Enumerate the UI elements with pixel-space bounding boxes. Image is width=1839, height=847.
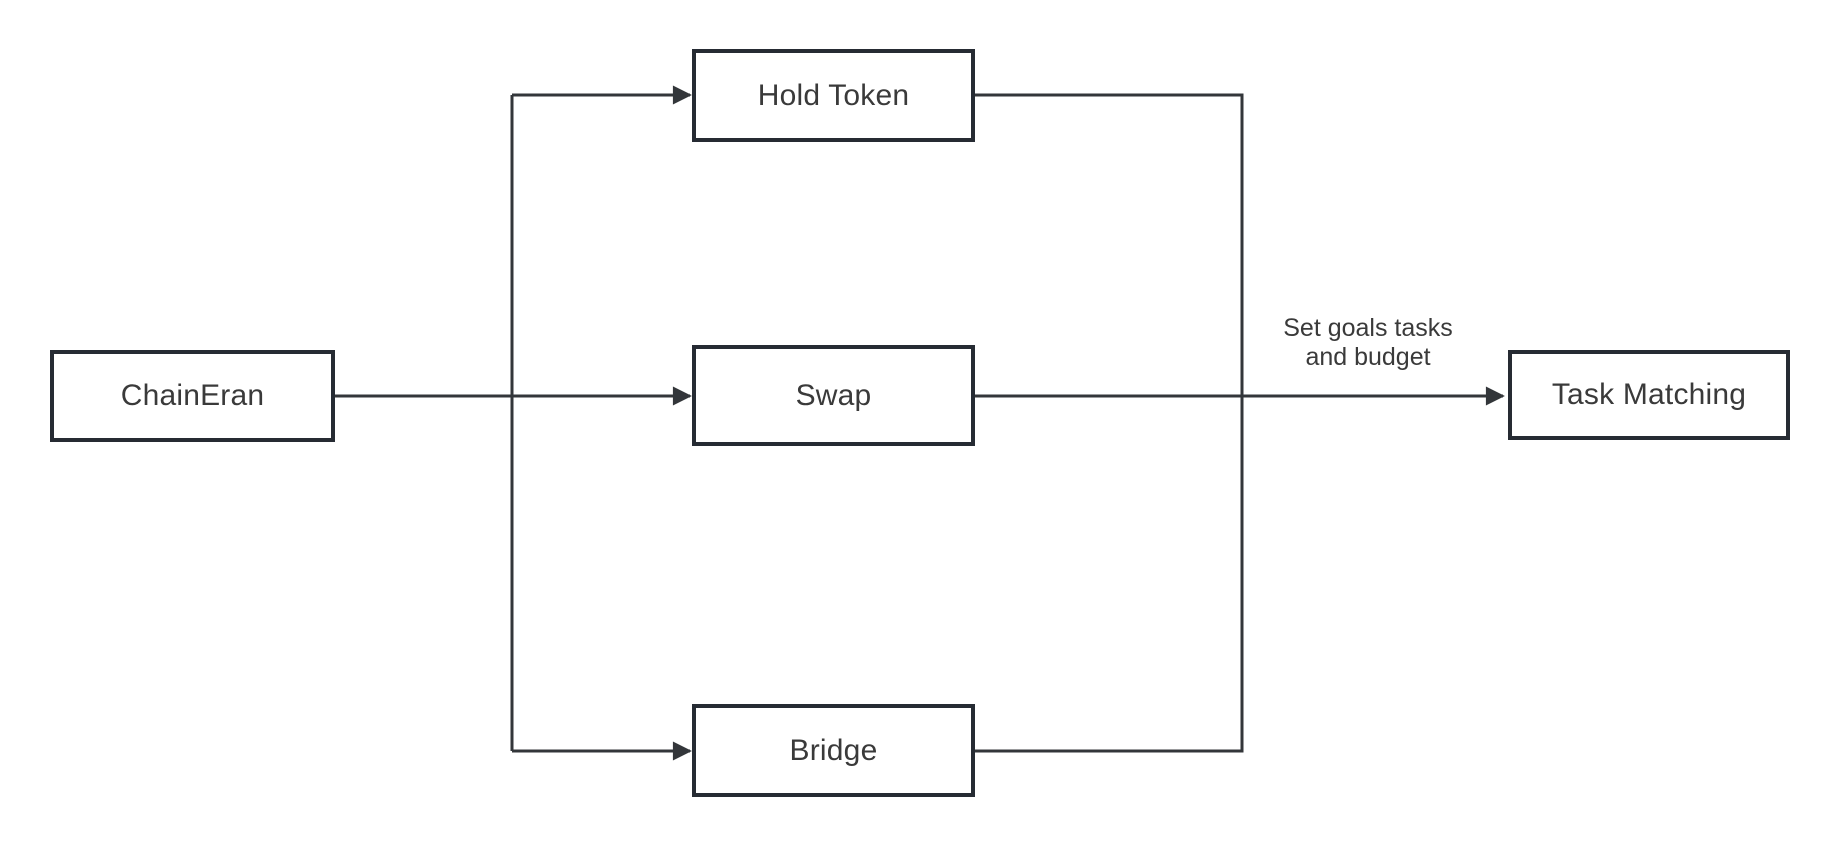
edge-label-line-2: and budget — [1305, 343, 1431, 371]
node-chaineran-label: ChainEran — [120, 379, 265, 412]
node-bridge-label: Bridge — [789, 733, 878, 767]
edge-collector-right — [975, 93, 1244, 753]
node-swap-label: Swap — [795, 378, 872, 412]
edge-label-line-1: Set goals tasks — [1283, 314, 1453, 342]
node-hold-token-label: Hold Token — [757, 78, 910, 112]
node-swap: Swap — [692, 345, 975, 446]
node-bridge: Bridge — [692, 704, 975, 797]
node-hold-token: Hold Token — [692, 49, 975, 142]
edge-label-set-goals: Set goals tasks and budget — [1262, 314, 1474, 372]
node-chaineran: ChainEran — [50, 350, 335, 442]
node-task-matching: Task Matching — [1508, 350, 1790, 440]
node-task-matching-label: Task Matching — [1551, 378, 1747, 411]
